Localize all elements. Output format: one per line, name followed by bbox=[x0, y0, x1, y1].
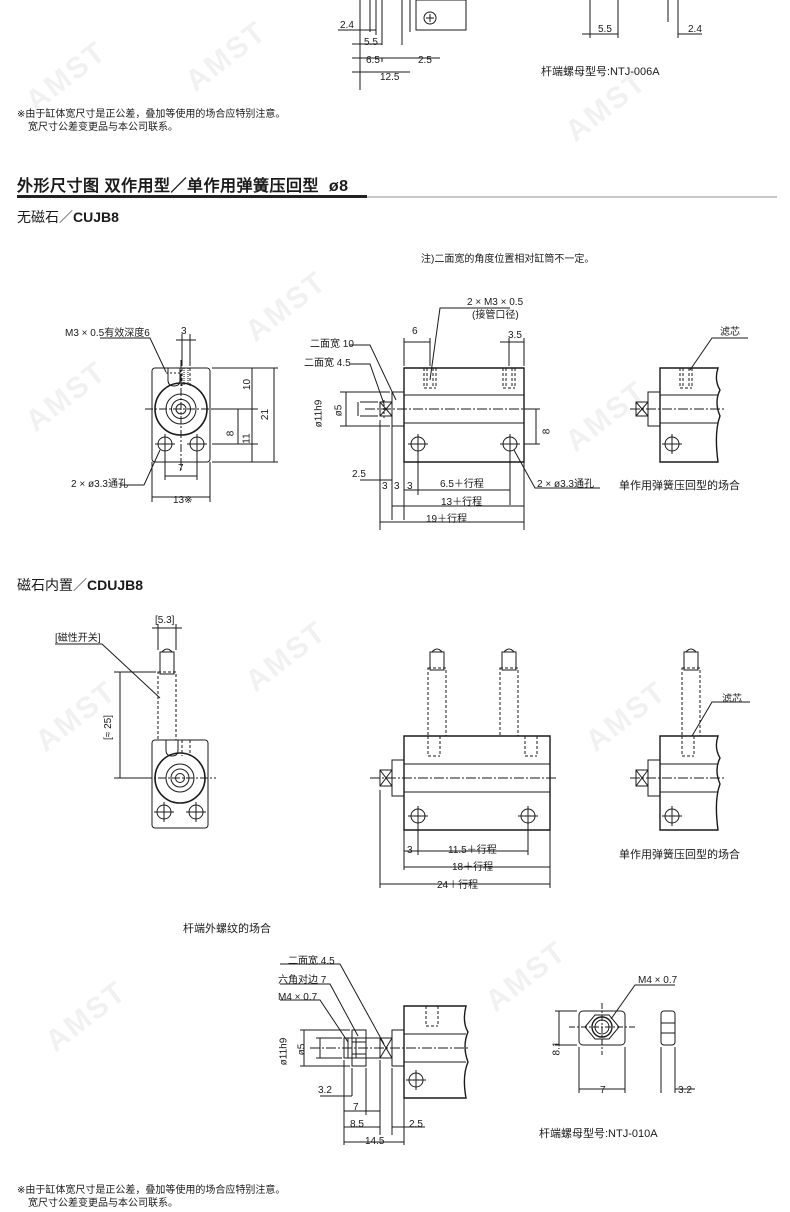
cdujb-side-dim-18: 18＋行程 bbox=[452, 862, 494, 873]
cdujb-front-switch-label: [磁性开关] bbox=[55, 633, 101, 644]
male-thread-view bbox=[290, 950, 470, 1150]
watermark: AMST bbox=[19, 354, 113, 439]
cujb-spring-filter-label: 滤芯 bbox=[720, 327, 740, 338]
top-note-2: 宽尺寸公差变更品与本公司联系。 bbox=[28, 122, 178, 133]
cujb-side-dim-3b: 3 bbox=[394, 481, 400, 492]
watermark: AMST bbox=[179, 14, 273, 99]
cujb-side-dim-8: 8 bbox=[541, 428, 553, 435]
bottom-note-2: 宽尺寸公差变更品与本公司联系。 bbox=[28, 1198, 178, 1209]
nut-dim-3-2: 3.2 bbox=[678, 1085, 692, 1096]
cujb-front-dim-7: 7 bbox=[178, 463, 184, 474]
cdujb-front-dim-5-3: [5.3] bbox=[155, 615, 175, 626]
cdujb-spring-filter-label: 滤芯 bbox=[722, 694, 742, 705]
cdujb-side-dim-3: 3 bbox=[407, 845, 413, 856]
cujb-front-hole-label: 2 × ø3.3通孔 bbox=[71, 479, 128, 490]
section-rule bbox=[17, 196, 777, 198]
nut-detail-view bbox=[555, 975, 705, 1105]
cujb-side-view bbox=[360, 320, 540, 530]
watermark: AMST bbox=[39, 974, 133, 1059]
top-note-1: ※由于缸体宽尺寸是正公差，叠加等使用的场合应特别注意。 bbox=[17, 109, 286, 120]
cujb-front-dim-10: 10 bbox=[242, 378, 254, 391]
cujb-side-rod-dia: ø5 bbox=[333, 404, 345, 417]
section-title: 外形尺寸图 双作用型／单作用弹簧压回型 ø8 bbox=[17, 178, 349, 195]
top-left-drawing bbox=[330, 0, 470, 95]
male-thread-dim-14-5: 14.5 bbox=[365, 1136, 385, 1147]
cdujb-subtitle: 磁石内置／CDUJB8 bbox=[17, 577, 144, 593]
cdujb-front-view bbox=[100, 620, 230, 835]
cujb-spring-view bbox=[630, 320, 760, 470]
cdujb-spring-view bbox=[630, 640, 760, 840]
male-thread-dim-7: 7 bbox=[353, 1102, 359, 1113]
top-dim-5-5-right: 5.5 bbox=[598, 24, 612, 35]
cujb-front-dim-13: 13※ bbox=[173, 495, 193, 506]
section-rule-accent bbox=[17, 195, 367, 198]
cujb-side-port-sub: (接管口径) bbox=[472, 310, 519, 321]
cujb-front-dim-11: 11 bbox=[241, 433, 253, 444]
male-thread-flat-4-5: 二面宽 4.5 bbox=[288, 956, 335, 967]
cujb-side-dim-6: 6 bbox=[412, 326, 418, 337]
cujb-front-thread-label: M3 × 0.5有效深度6 bbox=[65, 328, 150, 339]
top-dim-2-5: 2.5 bbox=[418, 55, 432, 66]
cujb-side-dim-19: 19＋行程 bbox=[426, 514, 468, 525]
cujb-front-view bbox=[140, 320, 280, 510]
watermark: AMST bbox=[19, 34, 113, 119]
cujb-side-hole-label: 2 × ø3.3通孔 bbox=[537, 479, 594, 490]
cujb-side-body-dia: ø11h9 bbox=[313, 399, 325, 428]
cdujb-side-view bbox=[370, 640, 560, 890]
male-thread-rod-dia: ø5 bbox=[296, 1043, 308, 1056]
cujb-side-dim-3c: 3 bbox=[407, 481, 413, 492]
male-thread-body-dia: ø11h9 bbox=[278, 1037, 290, 1066]
cujb-side-dim-2-5: 2.5 bbox=[352, 469, 366, 480]
cujb-front-dim-21: 21 bbox=[260, 408, 272, 421]
male-thread-dim-3-2: 3.2 bbox=[318, 1085, 332, 1096]
male-thread-dim-8-5: 8.5 bbox=[350, 1119, 364, 1130]
top-dim-5-5: 5.5 bbox=[364, 37, 378, 48]
cujb-side-flat-4-5: 二面宽 4.5 bbox=[304, 358, 351, 369]
cujb-flat-note: 注)二面宽的角度位置相对缸筒不一定。 bbox=[421, 254, 595, 265]
male-thread-hex-7: 六角对边 7 bbox=[278, 975, 327, 986]
top-nut-caption: 杆端螺母型号:NTJ-006A bbox=[541, 66, 660, 78]
nut-dim-7: 7 bbox=[600, 1085, 606, 1096]
cujb-subtitle: 无磁石／CUJB8 bbox=[17, 209, 119, 225]
top-dim-6-5: 6.5 bbox=[366, 55, 380, 66]
cdujb-side-dim-24: 24＋行程 bbox=[437, 880, 479, 891]
top-right-nut-drawing bbox=[590, 0, 710, 45]
cujb-spring-caption: 单作用弹簧压回型的场合 bbox=[619, 480, 740, 492]
top-dim-2-4: 2.4 bbox=[340, 20, 354, 31]
watermark: AMST bbox=[239, 614, 333, 699]
cdujb-side-dim-11-5: 11.5＋行程 bbox=[448, 845, 497, 856]
top-dim-12-5: 12.5 bbox=[380, 72, 400, 83]
cdujb-spring-caption: 单作用弹簧压回型的场合 bbox=[619, 849, 740, 861]
cujb-side-dim-13: 13＋行程 bbox=[441, 497, 483, 508]
bore-size: ø8 bbox=[328, 178, 349, 195]
cujb-side-flat-10: 二面宽 10 bbox=[310, 339, 354, 350]
cujb-side-dim-6-5: 6.5＋行程 bbox=[440, 479, 484, 490]
cujb-side-dim-3-5: 3.5 bbox=[508, 330, 522, 341]
cujb-side-port-label: 2 × M3 × 0.5 bbox=[467, 297, 524, 308]
bottom-note-1: ※由于缸体宽尺寸是正公差，叠加等使用的场合应特别注意。 bbox=[17, 1185, 286, 1196]
nut-m4-label: M4 × 0.7 bbox=[638, 975, 678, 986]
cdujb-front-dim-25: [≈ 25] bbox=[102, 715, 114, 740]
cujb-front-dim-3: 3 bbox=[181, 326, 187, 337]
nut-caption: 杆端螺母型号:NTJ-010A bbox=[539, 1128, 658, 1140]
top-dim-2-4-right: 2.4 bbox=[688, 24, 702, 35]
male-thread-m4: M4 × 0.7 bbox=[278, 992, 318, 1003]
male-thread-dim-2-5: 2.5 bbox=[409, 1119, 423, 1130]
cujb-front-dim-8: 8 bbox=[225, 430, 237, 437]
cujb-side-dim-3a: 3 bbox=[382, 481, 388, 492]
male-thread-title: 杆端外螺纹的场合 bbox=[183, 923, 271, 935]
nut-dim-8-1: 8.1 bbox=[551, 1041, 563, 1056]
